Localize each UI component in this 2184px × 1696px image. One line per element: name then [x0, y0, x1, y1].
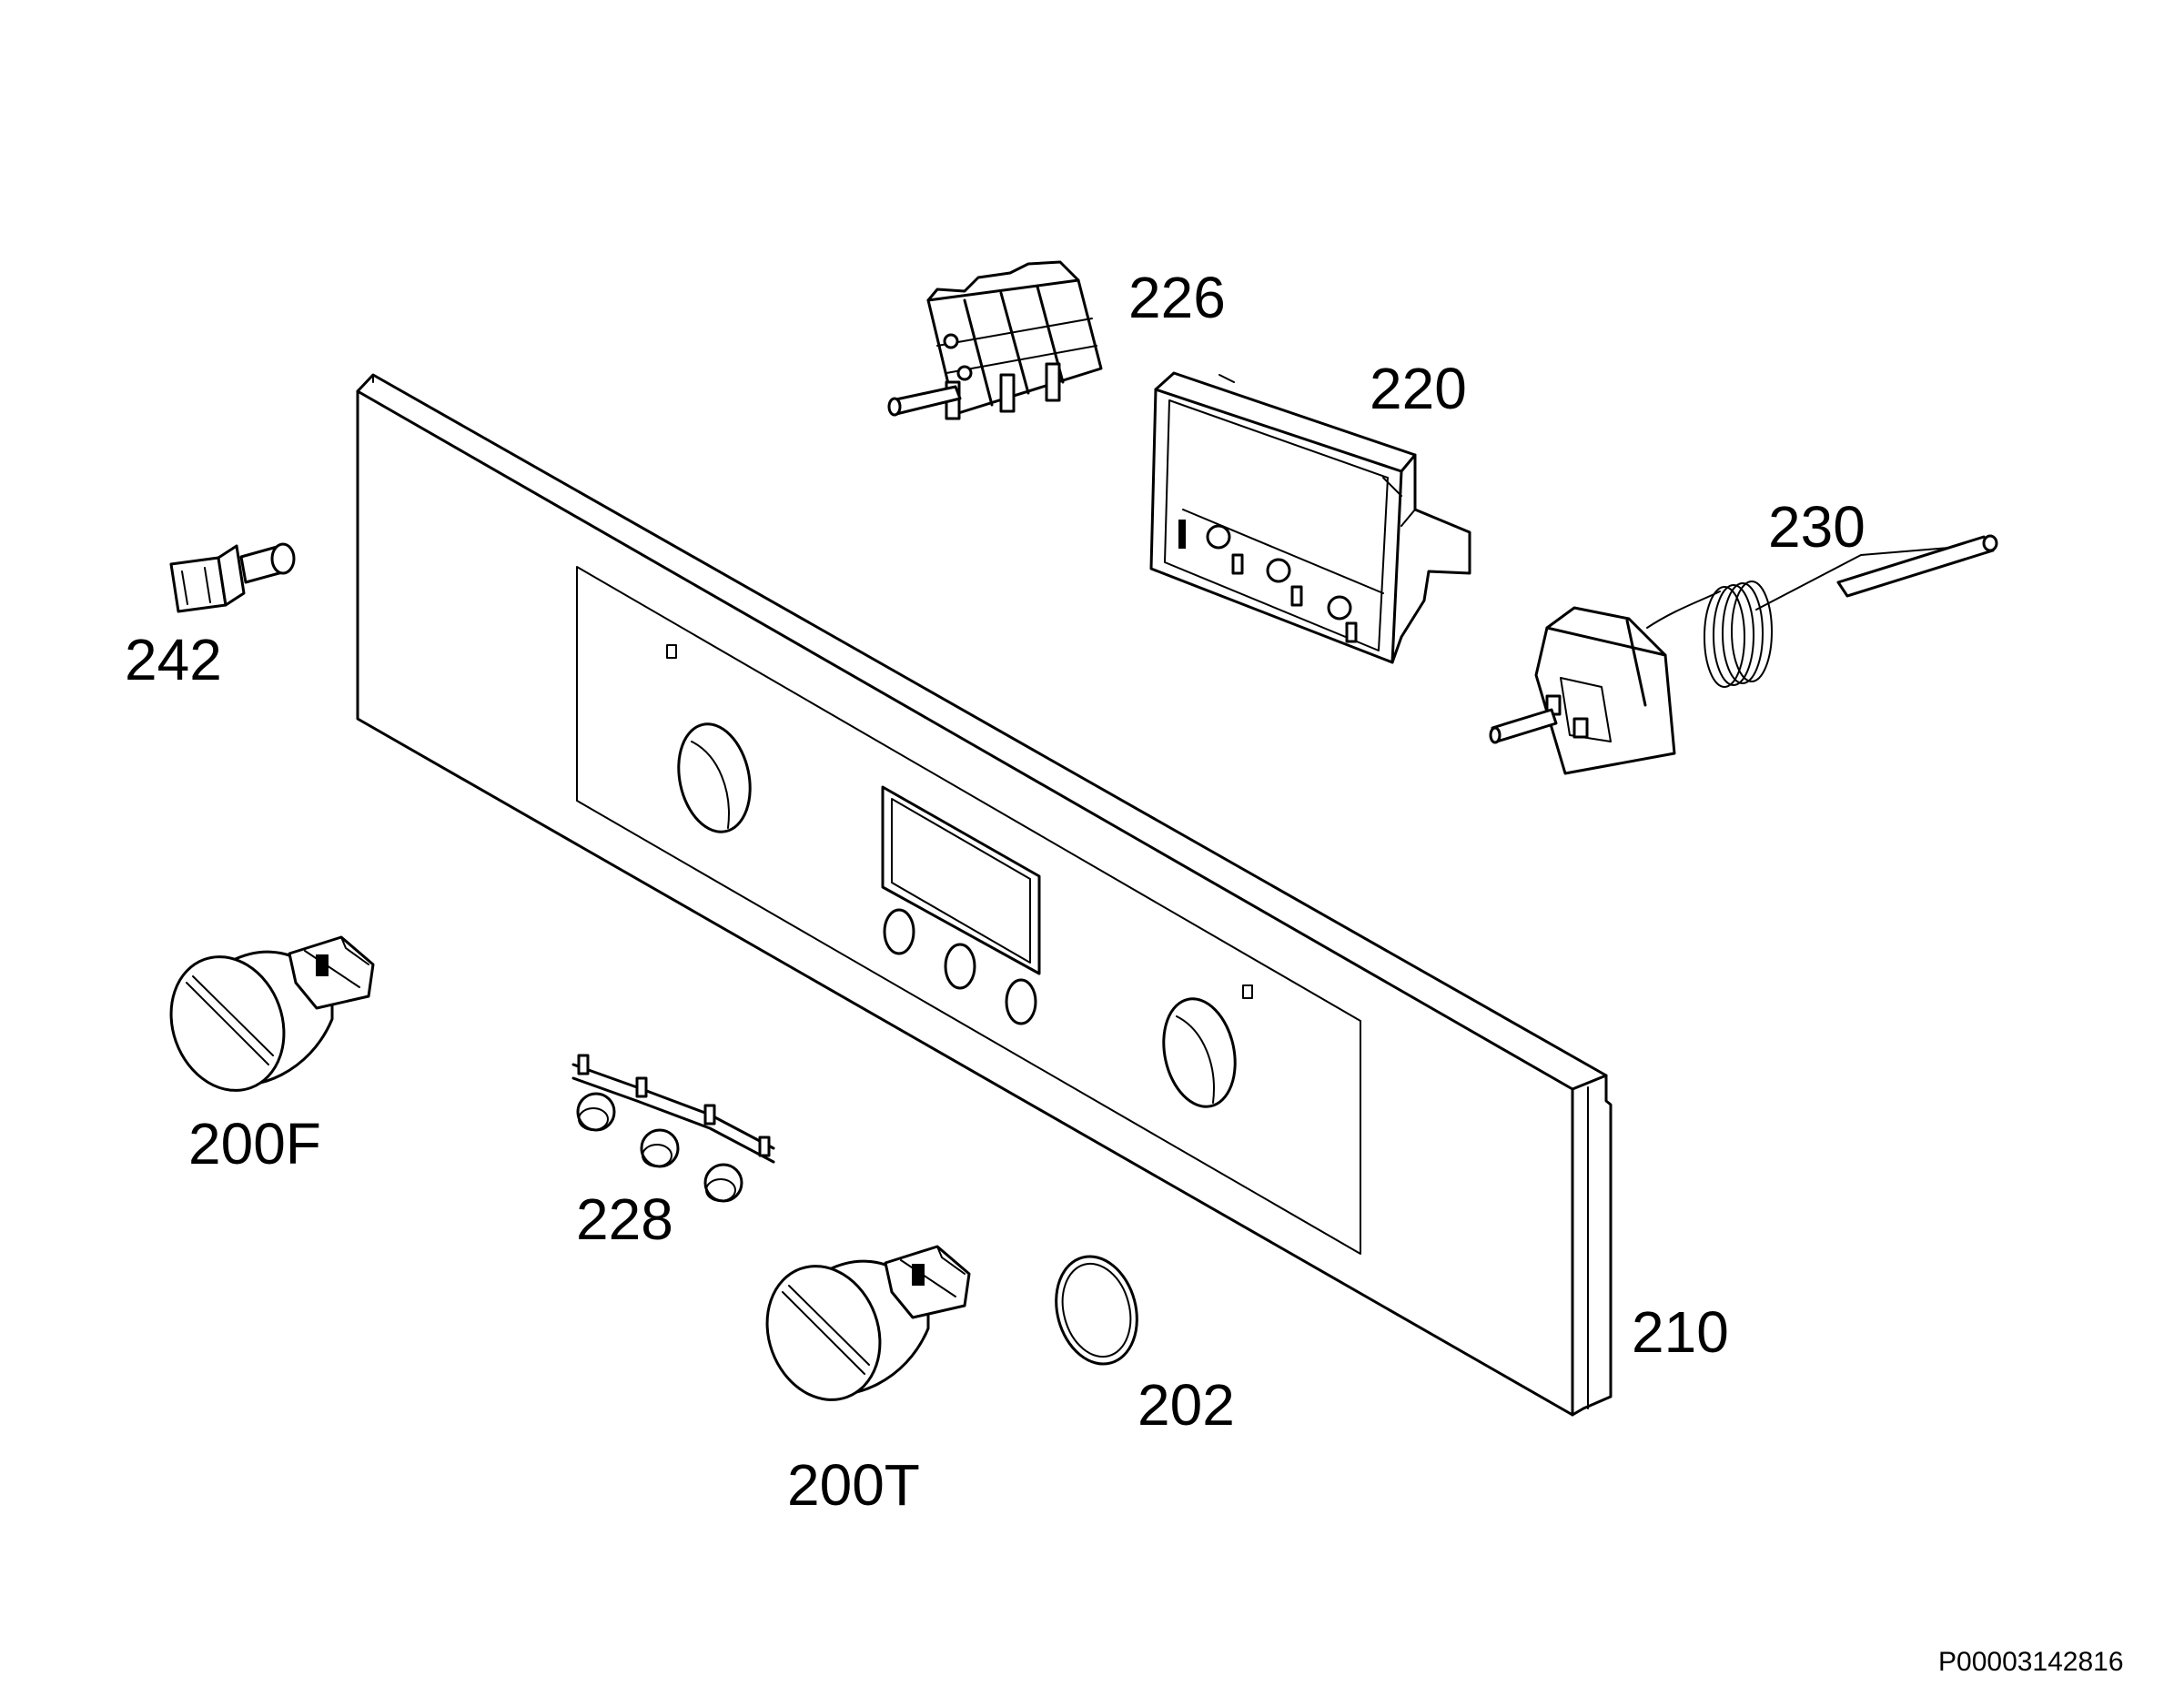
knob-200T: [765, 1245, 971, 1401]
ring-202: [1055, 1255, 1138, 1366]
label-part-210: 210: [1632, 1299, 1729, 1365]
label-part-226: 226: [1128, 265, 1226, 330]
label-part-230: 230: [1768, 494, 1866, 560]
selector-switch-226: [887, 260, 1103, 420]
label-part-200T: 200T: [787, 1452, 920, 1518]
label-part-228: 228: [576, 1186, 673, 1252]
push-button-set-228: [571, 1054, 775, 1203]
label-part-202: 202: [1138, 1372, 1235, 1438]
label-part-242: 242: [125, 627, 222, 692]
label-part-220: 220: [1370, 356, 1467, 421]
thermostat-230: [1489, 534, 1998, 775]
lamp-holder-242: [169, 542, 296, 613]
control-panel-210: [356, 373, 1613, 1417]
reference-code: P00003142816: [1938, 1647, 2124, 1677]
label-part-200F: 200F: [188, 1111, 321, 1176]
electronic-module-220: [1149, 371, 1471, 664]
knob-200F: [169, 935, 375, 1092]
